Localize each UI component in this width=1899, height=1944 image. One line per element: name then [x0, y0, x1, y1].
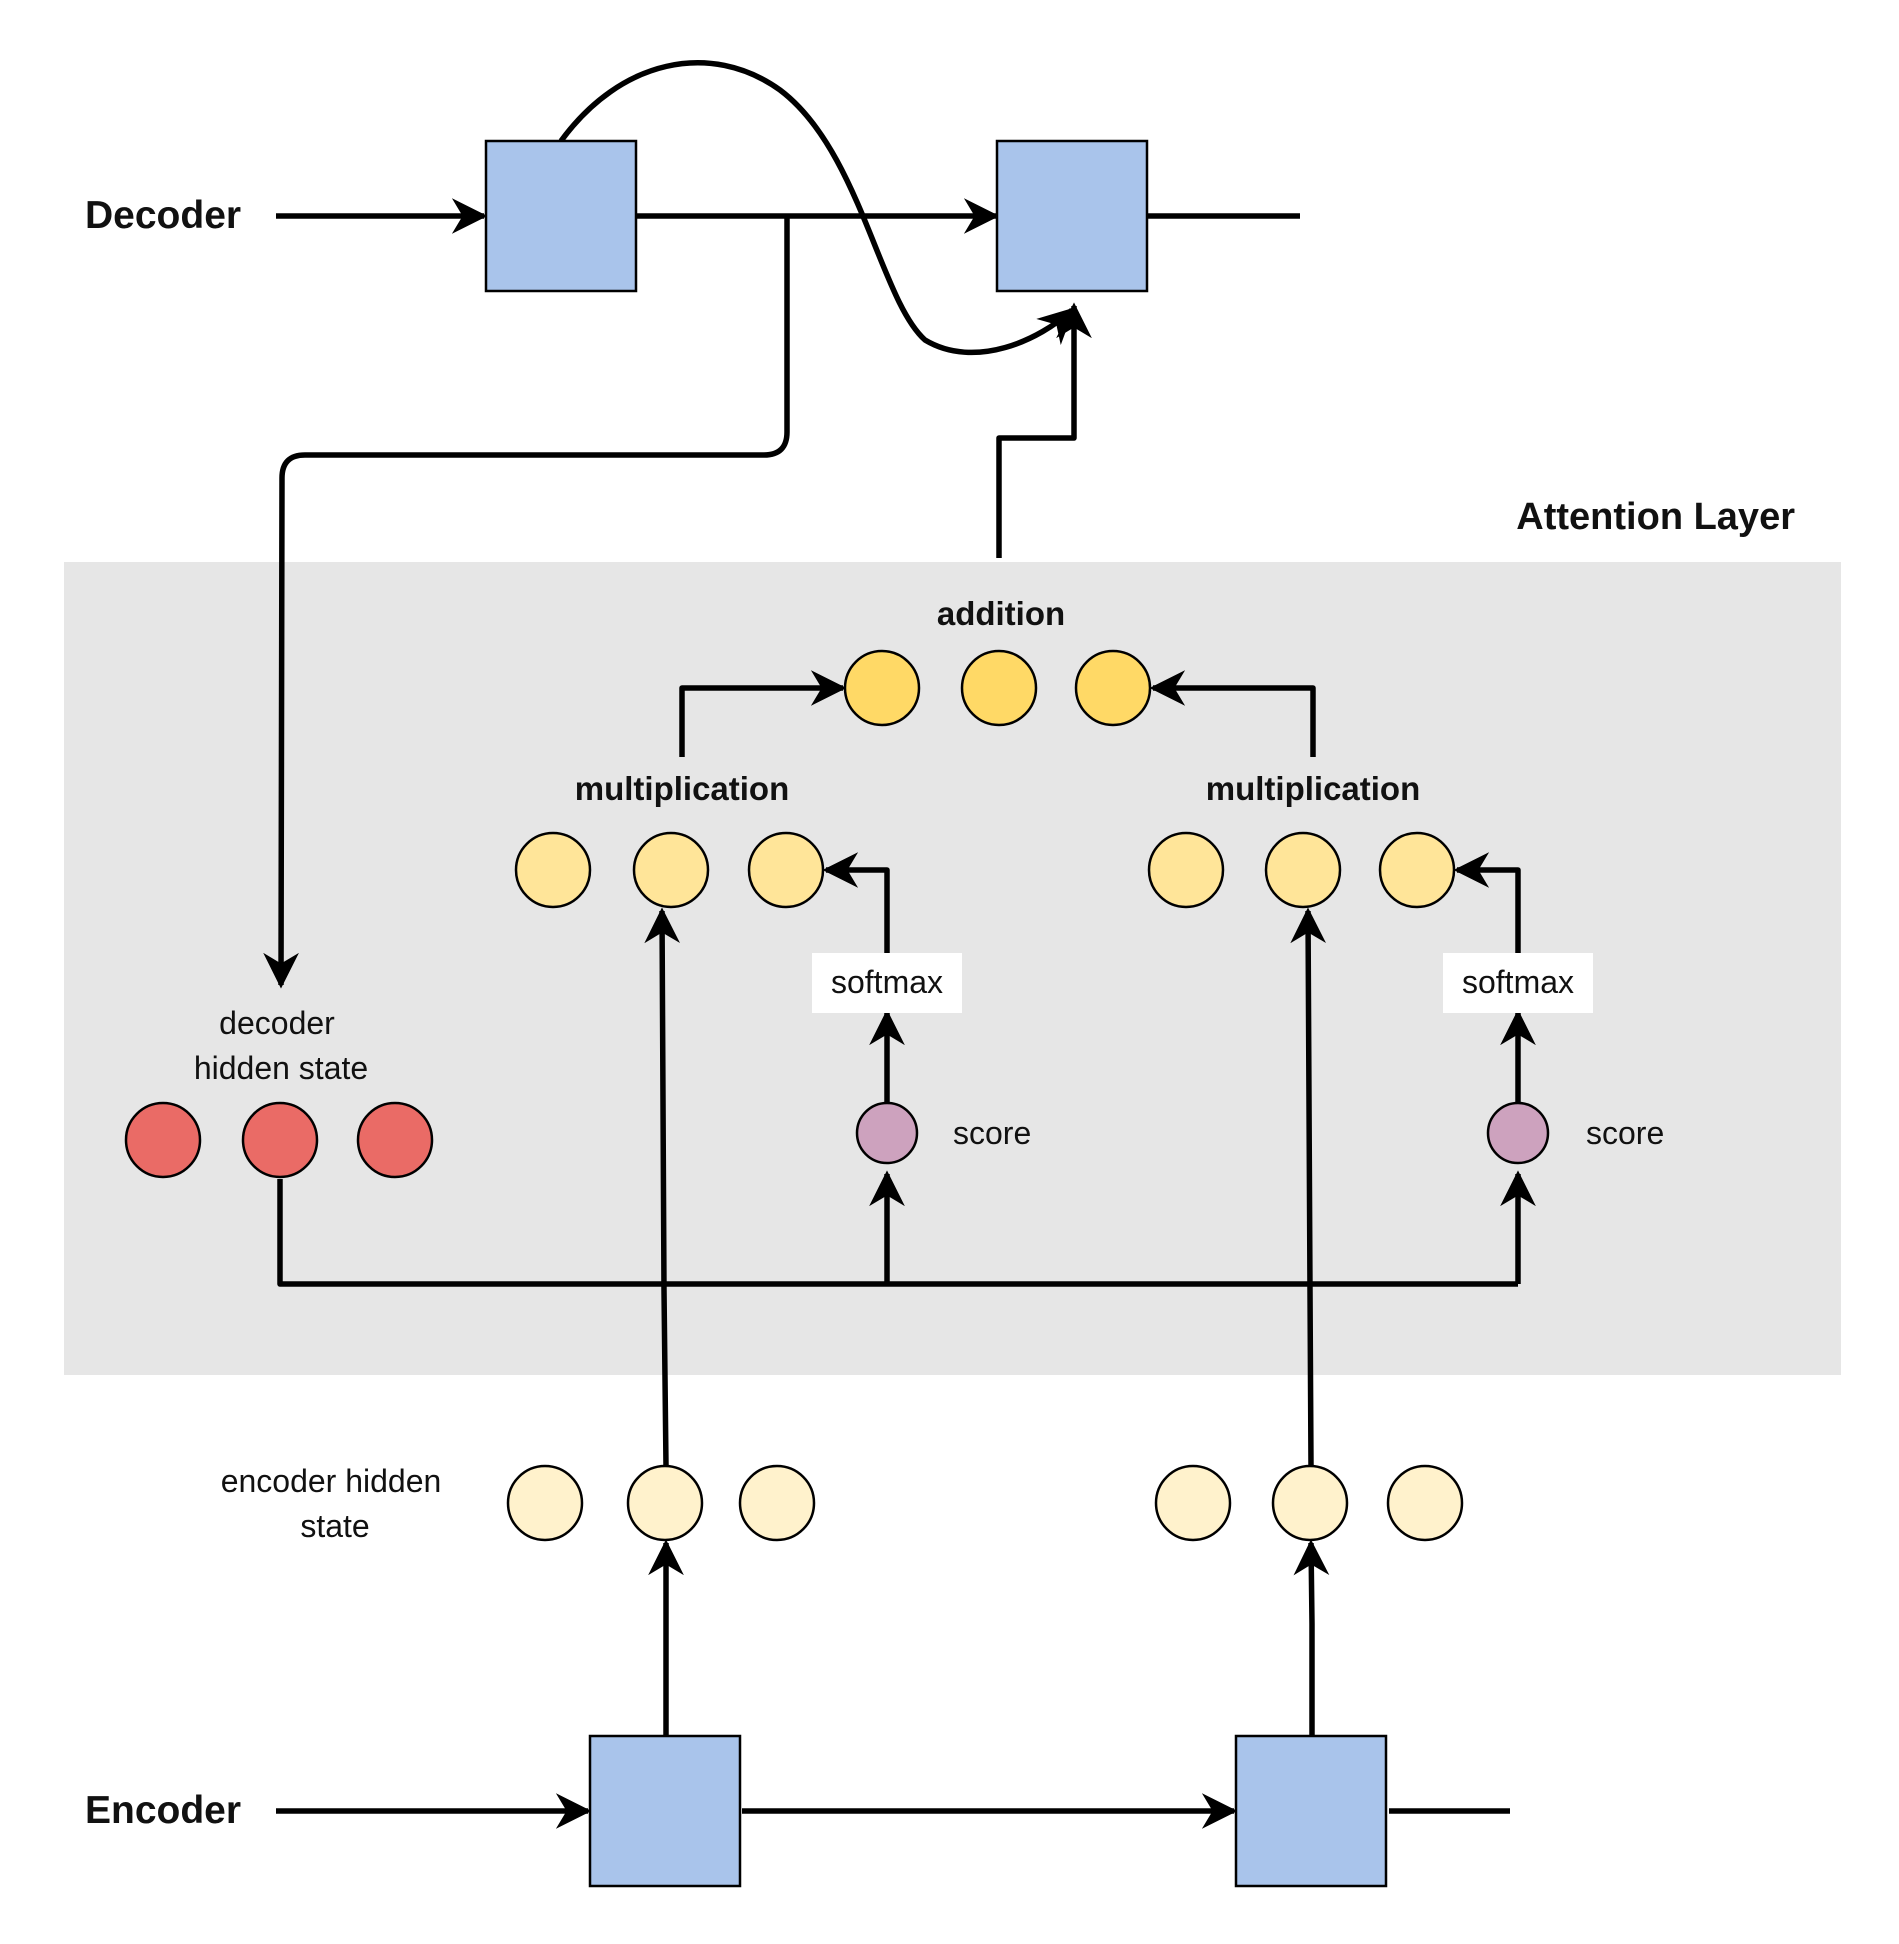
score-right-node — [1486, 1101, 1550, 1165]
decoder-state-node-1 — [124, 1101, 202, 1179]
decoder-curved-connection — [558, 60, 1075, 356]
multiplication-right-node-1 — [1147, 831, 1225, 909]
multiplication-right-node-3 — [1378, 831, 1456, 909]
softmax-right-box — [1443, 953, 1593, 1013]
multiplication-right-node-2 — [1264, 831, 1342, 909]
decoder-block-1 — [484, 139, 638, 293]
encoder-block-1 — [588, 1734, 742, 1888]
encoder-block-2 — [1234, 1734, 1388, 1888]
addition-node-3 — [1074, 649, 1152, 727]
addition-to-decoder-arrow — [996, 302, 1092, 558]
softmax-right-label: softmax — [1462, 964, 1574, 1000]
decoder-label: Decoder — [85, 194, 241, 237]
encoder-state-right-node-1 — [1154, 1464, 1232, 1542]
multiplication-left-label: multiplication — [575, 770, 790, 807]
decoder-block-2 — [995, 139, 1149, 293]
softmax-left-to-multiplication-arrow — [822, 852, 890, 953]
score-right-label: score — [1586, 1115, 1664, 1151]
decoder-hidden-state-label-line1: decoder — [219, 1005, 335, 1041]
softmax-right-to-multiplication-arrow — [1453, 852, 1521, 953]
encoder-hidden-state-label-line2: state — [300, 1508, 369, 1544]
encoder-state-left-node-2 — [626, 1464, 704, 1542]
encoder-label: Encoder — [85, 1789, 241, 1832]
encoder-state-right-node-2 — [1271, 1464, 1349, 1542]
attention-layer-label: Attention Layer — [1516, 496, 1795, 538]
multiplication-right-label: multiplication — [1206, 770, 1421, 807]
score-left-label: score — [953, 1115, 1031, 1151]
decoder-state-node-2 — [241, 1101, 319, 1179]
decoder-state-node-3 — [356, 1101, 434, 1179]
multiplication-left-node-1 — [514, 831, 592, 909]
encoder-block2-to-state-arrow — [1293, 1539, 1330, 1736]
addition-node-1 — [843, 649, 921, 727]
decoder-to-hidden-state-arrow — [263, 216, 790, 989]
encoder-state-right-node-3 — [1386, 1464, 1464, 1542]
encoder-state-left-node-3 — [738, 1464, 816, 1542]
softmax-left-label: softmax — [831, 964, 943, 1000]
encoder-state2-to-multiplication-arrow — [1290, 907, 1327, 1467]
softmax-left-box — [812, 953, 962, 1013]
addition-node-2 — [960, 649, 1038, 727]
encoder-hidden-state-label-line1: encoder hidden — [221, 1463, 442, 1499]
score-left-node — [855, 1101, 919, 1165]
decoder-state-to-scores-line — [277, 1179, 1518, 1287]
multiplication-left-to-addition-arrow — [679, 670, 847, 757]
multiplication-left-node-2 — [632, 831, 710, 909]
decoder-hidden-state-label-line2: hidden state — [194, 1050, 368, 1086]
addition-label: addition — [937, 595, 1065, 632]
encoder-state-left-node-1 — [506, 1464, 584, 1542]
encoder-state1-to-multiplication-arrow — [644, 907, 681, 1467]
multiplication-left-node-3 — [747, 831, 825, 909]
multiplication-right-to-addition-arrow — [1149, 670, 1316, 757]
